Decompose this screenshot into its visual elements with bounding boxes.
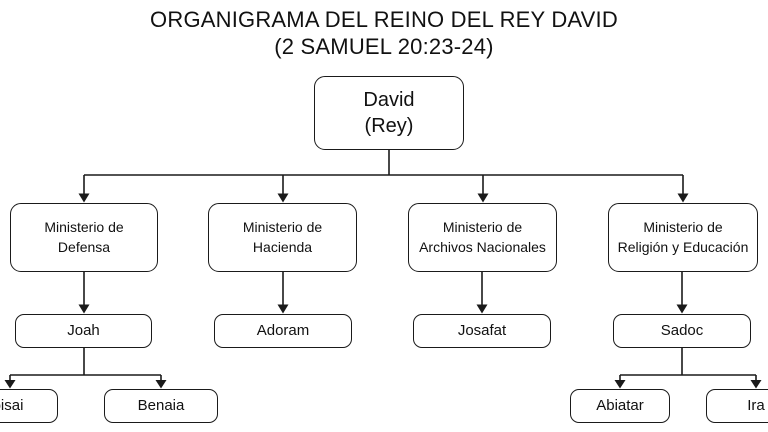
node-label: Josafat [457, 322, 507, 339]
arrow-down-icon [750, 380, 762, 389]
node-label: Defensa [57, 238, 111, 255]
node-label: Ministerio de [44, 218, 124, 235]
node-josafat: Josafat [413, 314, 551, 348]
arrow-down-icon [676, 304, 688, 314]
node-ira: Ira [706, 389, 768, 423]
arrow-down-icon [277, 304, 289, 314]
node-label: Ministerio de [442, 218, 523, 235]
node-label: (Rey) [364, 115, 414, 137]
node-label: Ministerio de [643, 218, 723, 235]
arrow-down-icon [477, 193, 489, 203]
arrow-down-icon [155, 380, 167, 389]
node-abisai: Abisai [0, 389, 58, 423]
page-title-line2: (2 SAMUEL 20:23-24) [274, 33, 494, 59]
arrow-down-icon [277, 193, 289, 203]
arrow-down-icon [78, 193, 90, 203]
node-ministerio-hacienda: Ministerio de Hacienda [208, 203, 357, 272]
node-sadoc: Sadoc [613, 314, 751, 348]
arrow-down-icon [476, 304, 488, 314]
node-label: Adoram [256, 322, 310, 339]
node-ministerio-defensa: Ministerio de Defensa [10, 203, 158, 272]
node-label: Abiatar [596, 397, 644, 414]
node-label: Sadoc [660, 322, 704, 339]
connector-joah-to-children [4, 348, 167, 389]
arrow-down-icon [78, 304, 90, 314]
connector-sadoc-to-children [614, 348, 762, 389]
node-label: Ministerio de [242, 218, 323, 235]
connector-ministries-to-officers [78, 272, 688, 314]
arrow-down-icon [677, 193, 689, 203]
node-ministerio-religion-educacion: Ministerio de Religión y Educación [608, 203, 758, 272]
page-title: ORGANIGRAMA DEL REINO DEL REY DAVID (2 S… [0, 7, 768, 61]
arrow-down-icon [614, 380, 626, 389]
arrow-down-icon [4, 380, 16, 389]
node-david: David (Rey) [314, 76, 464, 150]
node-label: Benaia [137, 397, 185, 414]
node-benaia: Benaia [104, 389, 218, 423]
page-title-line1: ORGANIGRAMA DEL REINO DEL REY DAVID [150, 7, 618, 32]
node-label: Ira [747, 397, 765, 414]
node-label: David [363, 88, 415, 111]
node-label: Joah [67, 322, 100, 339]
node-label: Archivos Nacionales [419, 238, 546, 255]
node-adoram: Adoram [214, 314, 352, 348]
node-joah: Joah [15, 314, 152, 348]
connector-david-to-ministries [78, 150, 689, 203]
node-label: Hacienda [252, 238, 313, 255]
node-label: Abisai [0, 397, 24, 414]
node-label: Religión y Educación [617, 238, 749, 255]
node-abiatar: Abiatar [570, 389, 670, 423]
node-ministerio-archivos-nacionales: Ministerio de Archivos Nacionales [408, 203, 557, 272]
